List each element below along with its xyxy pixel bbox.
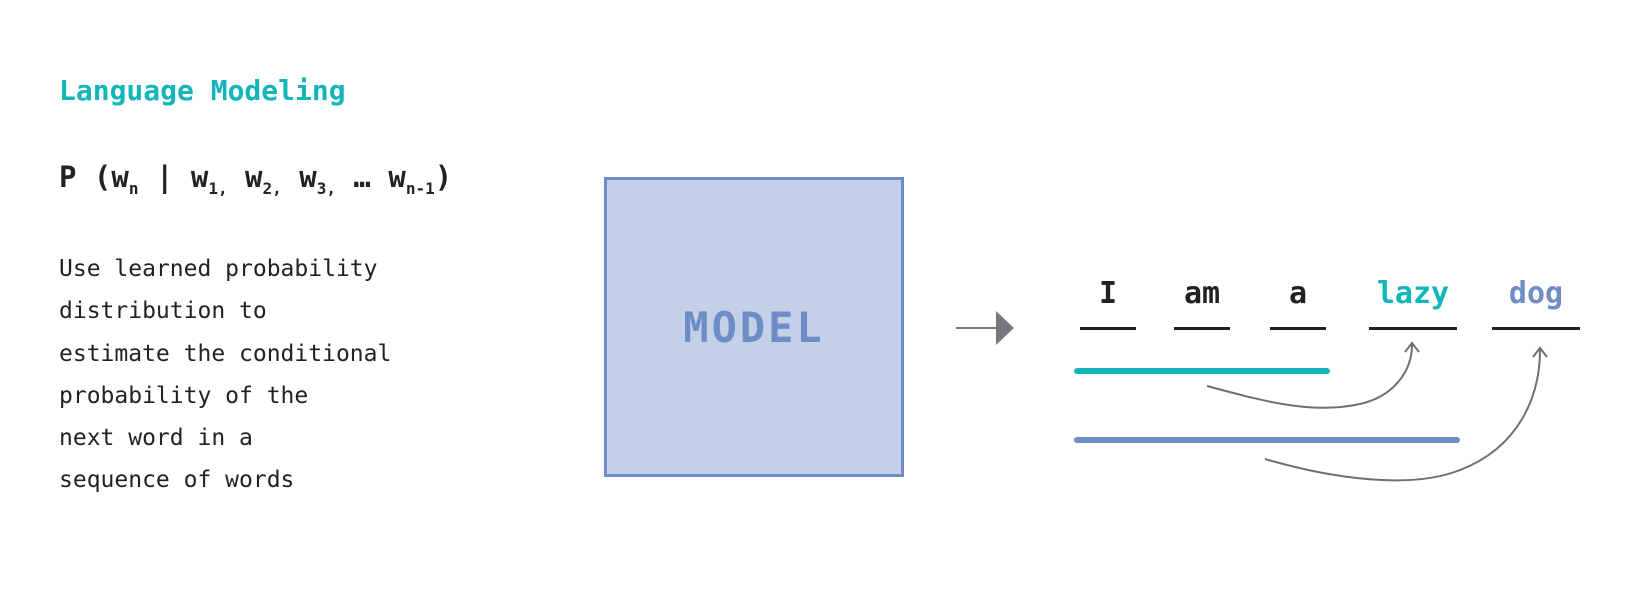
formula-ellipsis: … w	[335, 160, 406, 194]
word-lazy: lazy	[1376, 276, 1450, 311]
model-box: MODEL	[604, 177, 904, 477]
description-line: sequence of words	[59, 467, 295, 494]
probability-formula: P (wn | w1, w2, w3, … wn-1)	[59, 160, 453, 197]
word-dog: dog	[1508, 276, 1564, 311]
formula-bar: | w	[138, 160, 209, 194]
formula-close: )	[434, 160, 453, 194]
curve-to-dog	[1264, 349, 1541, 482]
word-underline	[1270, 327, 1326, 330]
word-am: am	[1183, 276, 1221, 311]
curve-arrowhead-lazy	[1404, 341, 1420, 353]
formula-sub-n: n	[128, 179, 139, 198]
word-underline	[1369, 327, 1457, 330]
formula-sub-2: 2,	[262, 179, 282, 198]
formula-sub-1: 1,	[208, 179, 228, 198]
page-title: Language Modeling	[59, 74, 346, 107]
word-underline	[1492, 327, 1580, 330]
arrow-head	[996, 311, 1014, 345]
model-label: MODEL	[683, 302, 825, 352]
word-underline	[1174, 327, 1230, 330]
description-line: next word in a	[59, 425, 253, 452]
curve-to-lazy	[1206, 344, 1413, 409]
curve-arrowhead-dog	[1532, 346, 1548, 358]
description-line: distribution to	[59, 298, 267, 325]
description-line: probability of the	[59, 382, 309, 409]
description-line: estimate the conditional	[59, 340, 392, 367]
word-a: a	[1288, 276, 1308, 311]
formula-w3: w	[281, 160, 317, 194]
description-line: Use learned probability	[59, 256, 378, 282]
formula-prefix: P (w	[59, 160, 129, 194]
formula-sub-last: n-1	[405, 179, 435, 198]
word-i: I	[1098, 276, 1118, 311]
word-underline	[1080, 327, 1136, 330]
description: Use learned probability distribution to …	[59, 248, 391, 502]
formula-sub-3: 3,	[316, 179, 336, 198]
formula-w2: w	[227, 160, 263, 194]
